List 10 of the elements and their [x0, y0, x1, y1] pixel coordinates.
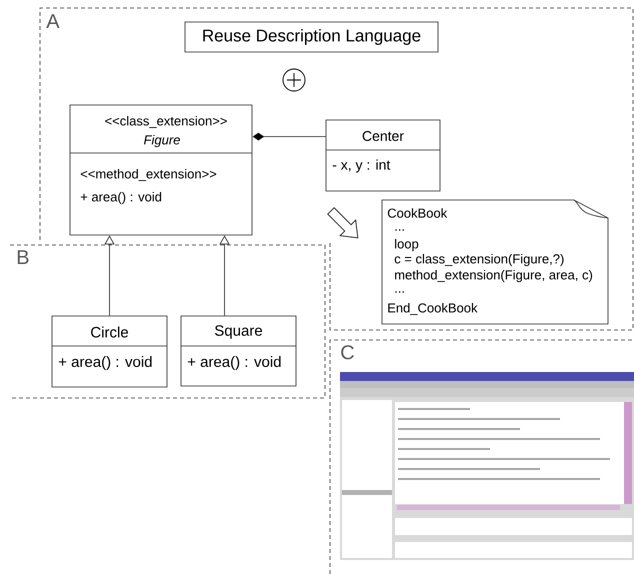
panel-letter: A [46, 14, 60, 28]
panel-letter: C [341, 345, 354, 360]
panel-letter: B [18, 250, 28, 264]
note-box: CookBook ... loop c = class_extension(Figure,?) method_extension(Figure, area, c) ... End_CookBook [382, 200, 608, 324]
block-arrow [327, 207, 358, 238]
class-box: Square + area() : void [180, 316, 296, 386]
title-box: Reuse Description Language [184, 22, 438, 52]
class-box: Center - x, y : int [326, 120, 440, 192]
class-box: Circle + area() : void [52, 316, 168, 388]
class-box: <<class_extension>> Figure <<method_extension>> + area() : void [70, 104, 252, 236]
